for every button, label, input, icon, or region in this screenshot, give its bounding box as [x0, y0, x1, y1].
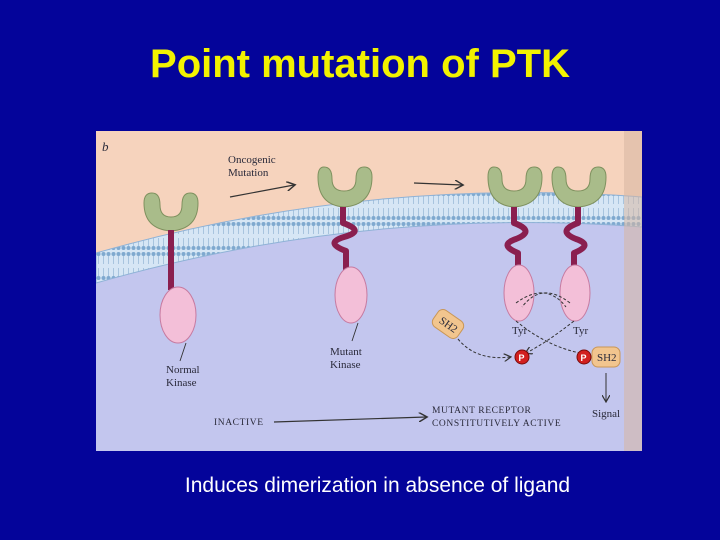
inactive-to-active-arrow	[273, 417, 426, 423]
mutant-receptor	[317, 166, 373, 324]
mutant-kinase-label: Mutant Kinase	[330, 346, 365, 371]
signal-label: Signal	[592, 408, 620, 420]
kinase-domain	[159, 286, 197, 344]
phospho-tyrosine-right: P	[576, 349, 592, 365]
oncogenic-line-1: Oncogenic	[228, 154, 276, 166]
sh2-label: SH2	[597, 352, 617, 364]
oncogenic-mutation-label: Oncogenic Mutation	[228, 154, 278, 179]
normal-receptor	[143, 192, 199, 344]
phospho-label: P	[581, 353, 587, 363]
cross-arrows	[515, 320, 581, 353]
ligand-binding-domain	[317, 166, 373, 208]
kinase-domain	[334, 266, 368, 324]
tyr-label-right: Tyr	[573, 325, 588, 337]
dimerization-arrow	[413, 183, 462, 185]
oncogenic-mutation-arrow	[229, 185, 294, 198]
mutant-kinase-line-2: Kinase	[330, 359, 361, 371]
page-edge-shadow	[624, 131, 642, 451]
sh2-domain: SH2	[431, 309, 465, 339]
cytoplasm	[96, 218, 642, 451]
phospho-label: P	[519, 353, 525, 363]
transmembrane-stalk	[504, 207, 529, 269]
oncogenic-line-2: Mutation	[228, 167, 269, 179]
ligand-binding-domain	[143, 192, 199, 232]
ligand-binding-domain	[551, 166, 607, 208]
kinase-domain	[559, 264, 591, 322]
phospho-tyrosine-left: P	[514, 349, 530, 365]
normal-kinase-line-2: Kinase	[166, 377, 197, 389]
transmembrane-stalk	[331, 207, 358, 271]
normal-kinase-line-1: Normal	[166, 364, 200, 376]
dimerized-receptors	[487, 166, 607, 322]
mutant-receptor-label: MUTANT RECEPTOR CONSTITUTIVELY ACTIVE	[432, 406, 561, 429]
normal-kinase-label: Normal Kinase	[166, 364, 202, 389]
cell-membrane	[96, 192, 642, 284]
bound-sh2-domain: SH2	[591, 346, 621, 368]
signaling-diagram: b Oncogenic Mutation Normal Kinase Mutan…	[96, 131, 642, 451]
slide-caption: Induces dimerization in absence of ligan…	[184, 474, 571, 497]
slide-title: Point mutation of PTK	[150, 42, 570, 86]
kinase-domain	[503, 264, 535, 322]
mutant-kinase-line-1: Mutant	[330, 346, 362, 358]
panel-label: b	[102, 139, 109, 154]
mutant-kinase-leader	[351, 322, 359, 342]
normal-kinase-leader	[179, 342, 187, 362]
transmembrane-stalk	[168, 230, 174, 290]
tyr-label-left: Tyr	[512, 325, 527, 337]
sh2-recruitment-arrow	[457, 338, 510, 358]
mutant-receptor-line-1: MUTANT RECEPTOR	[432, 406, 532, 416]
transmembrane-stalk	[563, 207, 588, 269]
mutant-receptor-line-2: CONSTITUTIVELY ACTIVE	[432, 419, 561, 429]
inactive-label: INACTIVE	[214, 418, 264, 428]
ligand-binding-domain	[487, 166, 543, 208]
transphosphorylation-arrows	[515, 292, 571, 308]
